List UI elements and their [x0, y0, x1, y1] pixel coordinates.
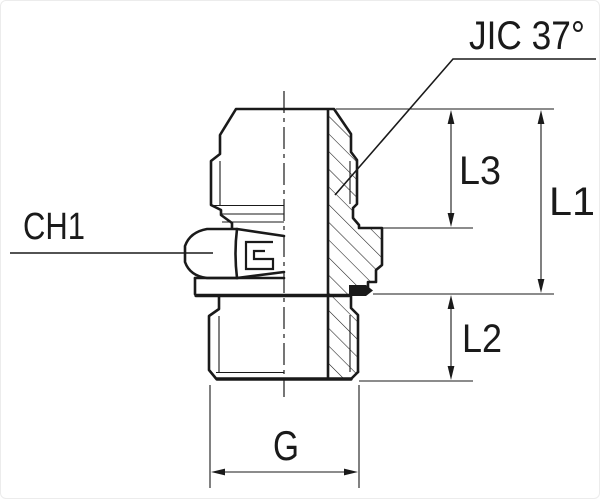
dim-l1-label: L1	[549, 180, 595, 224]
arrowhead-g-left	[211, 468, 225, 476]
arrowhead-l3-up	[447, 110, 455, 124]
jic-nose-left-profile	[209, 107, 286, 230]
arrowhead-l1-up	[537, 110, 545, 124]
stud-right-profile	[349, 294, 360, 374]
dimension-g: G	[211, 422, 358, 476]
captive-seal	[349, 285, 373, 296]
dimension-l2: L2	[447, 295, 502, 380]
jic-nose-right-profile	[282, 107, 384, 290]
arrowhead-g-right	[344, 468, 358, 476]
dim-g-label: G	[273, 422, 299, 469]
hex-left-outline	[183, 227, 286, 280]
arrowhead-l2-down	[447, 366, 455, 380]
ch1-callout-label: CH1	[23, 206, 85, 248]
dim-l3-label: L3	[459, 149, 501, 193]
jic-leader-line	[334, 58, 596, 196]
section-hatch-area	[328, 110, 382, 378]
dim-l2-label: L2	[462, 317, 502, 361]
jic-callout-label: JIC 37°	[469, 14, 585, 58]
stud-bottom-chamfer-right	[349, 370, 360, 381]
hex-face-line	[234, 227, 239, 280]
arrowhead-l2-up	[447, 295, 455, 309]
arrowhead-l3-down	[447, 213, 455, 227]
stud-left-profile	[207, 294, 221, 380]
dimension-l1: L1	[537, 110, 595, 293]
ch1-callout: CH1	[10, 206, 213, 254]
dimension-l3: L3	[447, 110, 501, 227]
arrowhead-l1-down	[537, 279, 545, 293]
hex-stamp-logo	[244, 240, 275, 271]
jic-callout: JIC 37°	[334, 14, 596, 196]
